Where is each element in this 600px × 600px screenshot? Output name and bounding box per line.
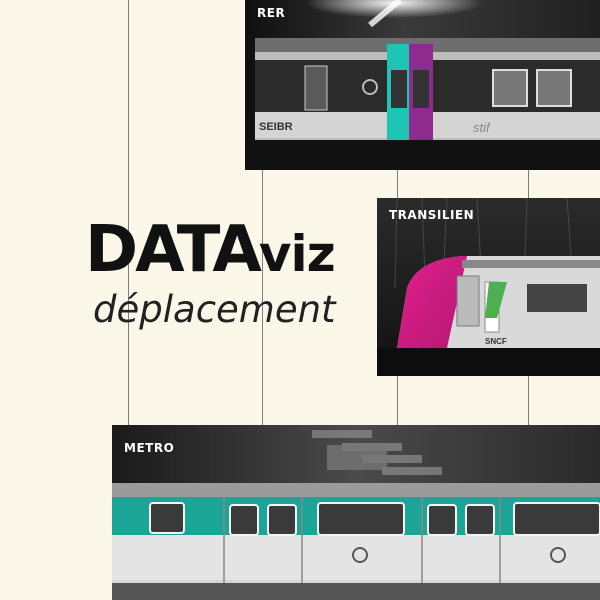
rer-side-text: SEIBR — [259, 121, 293, 133]
rer-label: RER — [257, 6, 286, 20]
transilien-logo-text: SNCF — [485, 337, 507, 346]
guide-line — [128, 0, 129, 428]
metro-train-image — [112, 425, 600, 600]
metro-photo-card[interactable]: METRO — [112, 425, 600, 600]
transilien-train-image: SNCF — [377, 198, 600, 376]
title-block: DATAviz déplacement — [85, 218, 336, 331]
transilien-photo-card[interactable]: SNCF TRANSILIEN — [377, 198, 600, 376]
rer-train-image: SEIBR stif — [245, 0, 600, 170]
rer-logo-text: stif — [473, 120, 491, 135]
page-title: DATAviz — [85, 218, 336, 283]
metro-label: METRO — [124, 441, 175, 455]
guide-line — [262, 0, 263, 428]
transilien-label: TRANSILIEN — [389, 208, 475, 222]
title-caps: DATA — [85, 213, 262, 287]
page-subtitle: déplacement — [93, 288, 336, 331]
rer-photo-card[interactable]: SEIBR stif RER — [245, 0, 600, 170]
title-small: viz — [258, 225, 336, 283]
